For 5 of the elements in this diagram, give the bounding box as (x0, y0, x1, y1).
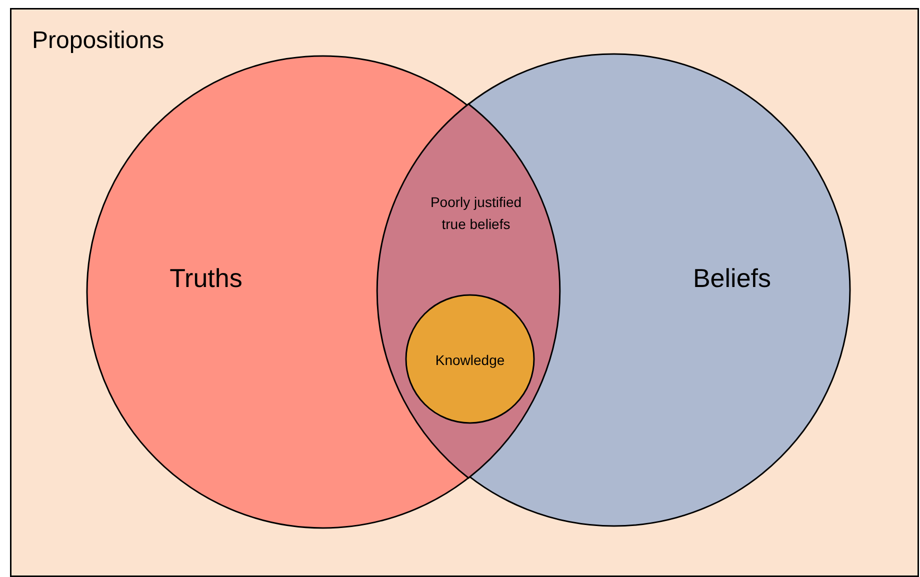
set-label: Poorly justified true beliefs (429, 193, 523, 234)
set-label: Truths (168, 262, 244, 295)
set-title: Propositions (32, 26, 166, 56)
set-label: Knowledge (434, 351, 506, 370)
set-label: Beliefs (692, 262, 772, 295)
